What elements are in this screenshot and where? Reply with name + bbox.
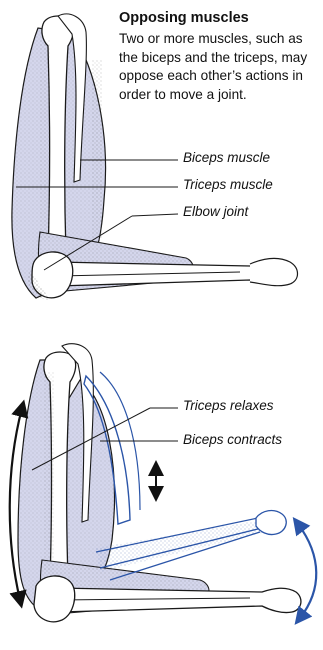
label-triceps-relaxes: Triceps relaxes [183, 398, 274, 413]
label-triceps-muscle: Triceps muscle [183, 177, 273, 192]
diagram-description: Two or more muscles, such as the biceps … [119, 30, 323, 104]
diagram-title: Opposing muscles [119, 10, 249, 26]
flexing-arm-illustration [10, 344, 317, 622]
label-biceps-muscle: Biceps muscle [183, 150, 270, 165]
label-biceps-contracts: Biceps contracts [183, 432, 282, 447]
label-elbow-joint: Elbow joint [183, 204, 248, 219]
